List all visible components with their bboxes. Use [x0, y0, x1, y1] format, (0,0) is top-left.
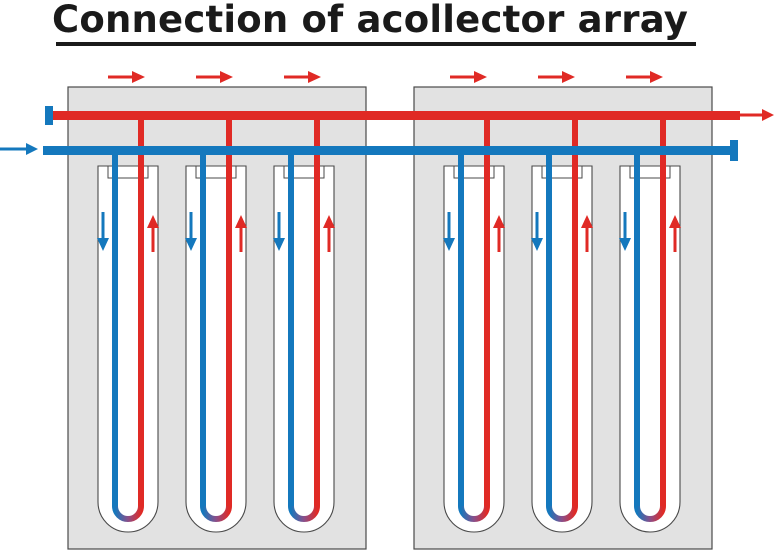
hot-header-end-cap — [45, 106, 53, 125]
up-flow-arrow — [669, 215, 681, 252]
cold-inlet-arrow — [0, 143, 38, 155]
cold-header-end-cap — [730, 140, 738, 161]
u-bend — [546, 505, 578, 522]
tube-outline — [185, 165, 247, 533]
tube-cap — [629, 166, 671, 179]
u-bend — [288, 505, 320, 522]
up-flow-arrow — [147, 215, 159, 252]
u-bend — [634, 505, 666, 522]
hot-outlet-arrow — [740, 109, 774, 121]
down-flow-arrow — [619, 212, 631, 251]
up-flow-arrow — [493, 215, 505, 252]
evacuated-tube — [185, 120, 247, 533]
up-flow-arrow — [323, 215, 335, 252]
header-flow-arrow — [450, 71, 487, 83]
down-flow-arrow — [273, 212, 285, 251]
down-flow-arrow — [97, 212, 109, 251]
down-flow-arrow — [443, 212, 455, 251]
down-flow-arrow — [531, 212, 543, 251]
tube-cap — [541, 166, 583, 179]
header-flow-arrow — [626, 71, 663, 83]
header-flow-arrow — [196, 71, 233, 83]
evacuated-tube — [531, 120, 593, 533]
down-flow-arrow — [185, 212, 197, 251]
tube-outline — [531, 165, 593, 533]
evacuated-tube — [443, 120, 505, 533]
header-flow-arrow — [284, 71, 321, 83]
u-bend — [112, 505, 144, 522]
tube-cap — [195, 166, 237, 179]
u-bend — [200, 505, 232, 522]
tube-outline — [97, 165, 159, 533]
evacuated-tube — [97, 120, 159, 533]
tube-cap — [107, 166, 149, 179]
evacuated-tube — [273, 120, 335, 533]
cold-header-pipe — [43, 146, 733, 155]
header-flow-arrow — [108, 71, 145, 83]
up-flow-arrow — [235, 215, 247, 252]
header-flow-arrow — [538, 71, 575, 83]
hot-header-pipe — [50, 111, 740, 120]
tube-outline — [273, 165, 335, 533]
tube-cap — [283, 166, 325, 179]
tube-outline — [619, 165, 681, 533]
up-flow-arrow — [581, 215, 593, 252]
u-bend — [458, 505, 490, 522]
diagram-title: Connection of acollector array — [52, 0, 689, 41]
title-underline — [56, 42, 696, 46]
tube-cap — [453, 166, 495, 179]
evacuated-tube — [619, 120, 681, 533]
tube-outline — [443, 165, 505, 533]
